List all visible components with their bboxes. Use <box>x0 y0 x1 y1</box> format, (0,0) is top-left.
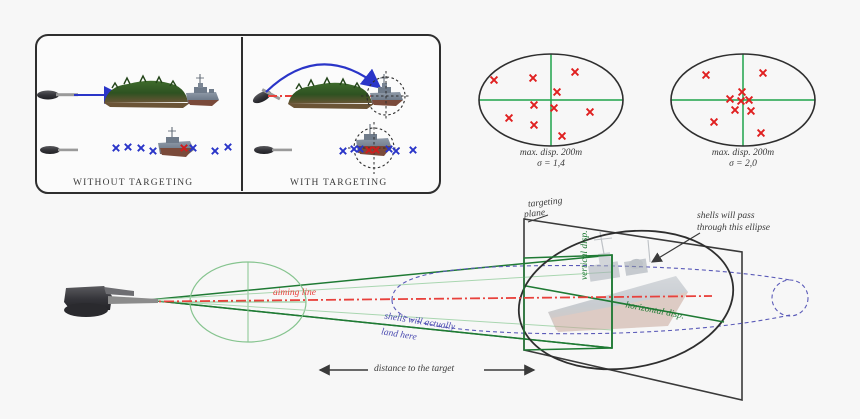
dispersion-cone-blue <box>391 264 809 335</box>
warship-left-side <box>186 74 219 106</box>
island-right <box>288 76 374 109</box>
dispersion-caption-2-line2: σ = 2,0 <box>729 159 757 169</box>
dispersion-charts <box>478 53 816 147</box>
aiming-line-main <box>109 295 713 303</box>
dispersion-chart-sigma-2-0 <box>670 53 816 147</box>
panel-with-targeting-side-view <box>252 63 411 121</box>
gun-left-side <box>37 90 78 100</box>
shot-mark-with-targeting <box>409 146 417 154</box>
label-aiming-line: aiming line <box>273 288 317 298</box>
dispersion-mark <box>528 73 538 83</box>
dispersion-mark <box>701 70 711 80</box>
shot-marks-with-targeting <box>339 145 417 155</box>
shot-marks-without-targeting <box>112 143 232 155</box>
dispersion-mark <box>557 131 567 141</box>
dispersion-chart-sigma-1-4 <box>478 53 624 147</box>
shot-mark-with-targeting <box>385 145 393 153</box>
shot-mark-without-targeting <box>112 144 120 152</box>
island-left <box>104 74 190 108</box>
comparison-box-outline <box>35 34 441 194</box>
label-ellipse-note-line1: shells will pass <box>697 211 755 221</box>
dispersion-mark <box>570 67 580 77</box>
label-ellipse-note-line2: through this ellipse <box>697 223 771 233</box>
dispersion-mark <box>504 113 514 123</box>
reticle-right-side <box>361 71 411 121</box>
dispersion-caption-1-line1: max. disp. 200m <box>519 148 583 158</box>
shot-mark-without-targeting <box>189 144 197 152</box>
dispersion-mark <box>549 103 559 113</box>
target-ellipse <box>517 229 735 371</box>
dispersion-mark <box>529 100 539 110</box>
dispersion-ellipse <box>478 53 624 147</box>
perspective-diagram <box>64 214 809 402</box>
dispersion-ellipse <box>670 53 816 147</box>
shot-mark-with-targeting <box>392 147 400 155</box>
dispersion-caption-2-line1: max. disp. 200m <box>711 148 775 158</box>
shot-mark-without-targeting <box>137 144 145 152</box>
gun-turret-main <box>64 286 158 317</box>
dispersion-mark <box>709 117 719 127</box>
label-without-targeting: WITHOUT TARGETING <box>73 178 194 188</box>
shot-mark-without-targeting <box>180 144 188 152</box>
gun-left-top <box>40 146 78 154</box>
shot-mark-without-targeting <box>149 147 157 155</box>
dispersion-mark <box>746 106 756 116</box>
gun-right-top <box>254 146 292 154</box>
dispersion-mark <box>736 96 746 106</box>
ellipse-annotation-arrow <box>650 232 701 263</box>
shot-mark-without-targeting <box>224 143 232 151</box>
shot-mark-with-targeting <box>365 146 373 154</box>
label-with-targeting: WITH TARGETING <box>290 178 388 188</box>
label-distance-to-target: distance to the target <box>374 364 455 374</box>
dispersion-mark <box>756 128 766 138</box>
dispersion-mark <box>552 87 562 97</box>
dispersion-mark <box>529 120 539 130</box>
shot-mark-with-targeting <box>356 145 364 153</box>
shot-mark-with-targeting <box>350 145 358 153</box>
trajectory-arc-right <box>265 63 382 93</box>
dispersion-mark <box>737 87 747 97</box>
shot-mark-without-targeting <box>211 147 219 155</box>
dispersion-mark <box>725 94 735 104</box>
shot-mark-without-targeting <box>124 143 132 151</box>
dispersion-mark <box>744 95 754 105</box>
dispersion-caption-1-line2: σ = 1,4 <box>537 159 565 169</box>
dispersion-mark <box>730 105 740 115</box>
disp-rectangle <box>523 254 725 351</box>
dispersion-mark <box>585 107 595 117</box>
panel-without-targeting-side-view <box>37 74 219 108</box>
label-vertical-disp: vertical disp. <box>580 230 590 280</box>
shot-mark-with-targeting <box>372 146 380 154</box>
dispersion-mark <box>758 68 768 78</box>
targeting-plane-leader <box>527 214 549 223</box>
comparison-panels <box>35 34 441 194</box>
horizontal-disp-line <box>525 285 725 323</box>
dispersion-mark <box>489 75 499 85</box>
shot-mark-with-targeting <box>339 147 347 155</box>
